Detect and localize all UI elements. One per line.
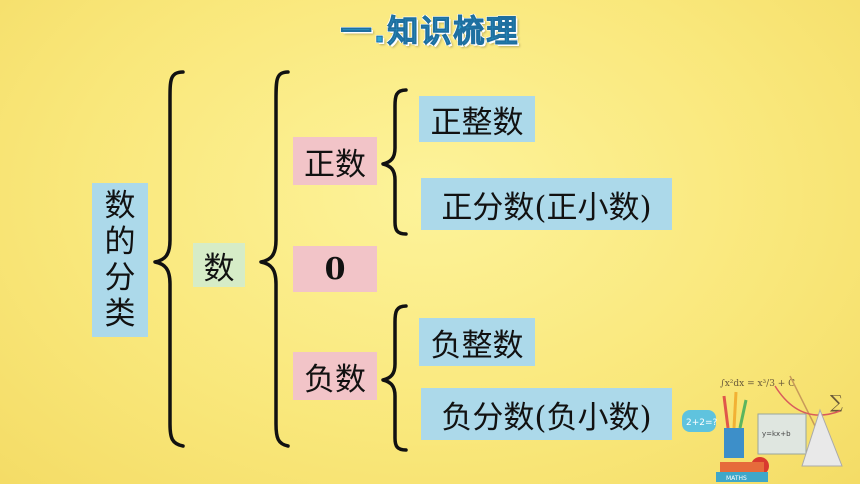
positive-node: 正数 (293, 137, 377, 185)
brace-root (153, 70, 185, 448)
sum-symbol: ∑ (830, 392, 843, 413)
zero-node: 0 (293, 246, 377, 292)
math-decoration-illustration: ∫x²dx = x³/3 + C ∑ y=kx+b 2+2=? MATHS (682, 375, 843, 482)
brace-number (259, 70, 290, 448)
positive-fraction-node: 正分数(正小数) (421, 178, 672, 230)
pencil-cup (724, 428, 744, 458)
positive-integer-node: 正整数 (419, 96, 535, 142)
negative-fraction-node: 负分数(负小数) (421, 388, 672, 440)
page-title: 一.知识梳理 (340, 14, 520, 51)
book-label: MATHS (726, 475, 747, 482)
root-node: 数 的 分 类 (92, 183, 148, 337)
root-char-3: 分 (104, 260, 136, 296)
negative-integer-node: 负整数 (419, 318, 535, 366)
board-text: y=kx+b (762, 430, 791, 438)
formula-text: ∫x²dx = x³/3 + C (720, 379, 795, 389)
brace-positive (381, 88, 408, 236)
root-char-1: 数 (104, 188, 136, 224)
negative-node: 负数 (293, 352, 377, 400)
bubble-text: 2+2=? (686, 418, 718, 428)
brace-negative (381, 304, 408, 452)
number-node: 数 (193, 243, 245, 287)
book-stack (720, 462, 764, 472)
chalkboard (757, 413, 807, 455)
root-char-4: 类 (104, 296, 136, 332)
root-char-2: 的 (104, 224, 136, 260)
pyramid-icon (801, 408, 843, 467)
